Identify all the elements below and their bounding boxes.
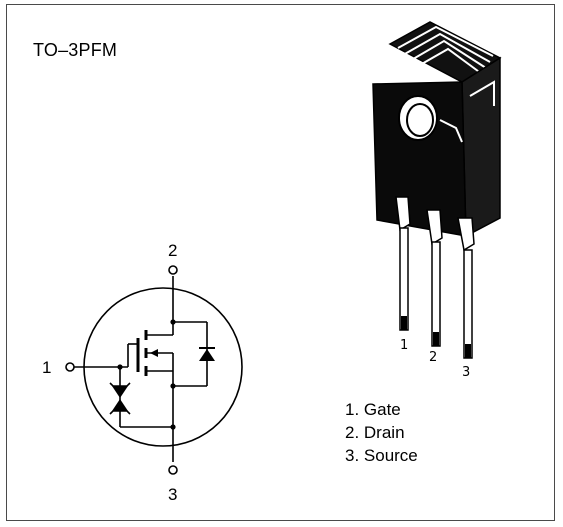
lead-1: [399, 227, 409, 331]
package-title: TO–3PFM: [33, 40, 118, 60]
drain-terminal: [168, 265, 178, 275]
lead-3: [463, 249, 473, 359]
package-leads: [399, 227, 473, 359]
lead-2: [431, 241, 441, 347]
pin-label-drain: 2: [168, 241, 177, 260]
gate-zener-diodes: [109, 382, 131, 415]
legend-gate: 1. Gate: [345, 400, 401, 419]
body-diode: [199, 347, 215, 361]
pin-legend: 1. Gate 2. Drain 3. Source: [345, 398, 418, 467]
pin-label-gate: 1: [42, 358, 51, 377]
lead-number-2: 2: [429, 350, 437, 365]
junction-dots: [117, 319, 176, 430]
mosfet-schematic: [65, 265, 243, 475]
gate-terminal: [65, 362, 75, 372]
source-terminal: [168, 465, 178, 475]
lead-number-1: 1: [400, 338, 408, 353]
channel-arrow: [150, 349, 158, 357]
legend-drain: 2. Drain: [345, 423, 405, 442]
pin-label-source: 3: [168, 485, 177, 504]
lead-number-3: 3: [462, 365, 470, 380]
legend-source: 3. Source: [345, 446, 418, 465]
to3pfm-package: 1 2 3: [372, 21, 502, 380]
